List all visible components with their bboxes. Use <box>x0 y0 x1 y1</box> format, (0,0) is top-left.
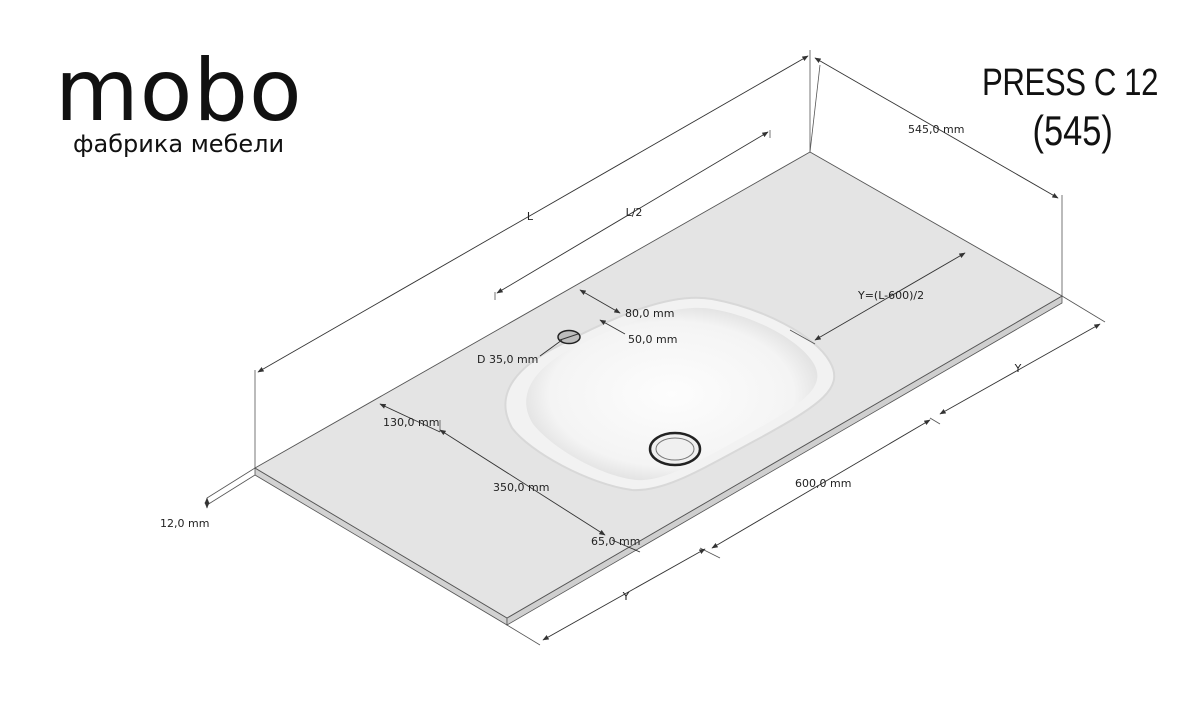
dim-tap-back-label: 80,0 mm <box>625 307 674 320</box>
model-size: (545) <box>1032 107 1113 154</box>
brand-tagline: фабрика мебели <box>73 130 285 158</box>
dim-y-right-line <box>939 323 1101 415</box>
dim-tap-side-line <box>599 319 626 335</box>
dim-half-length-label: L/2 <box>626 206 643 219</box>
dim-y-front-label: Y <box>622 590 630 603</box>
dim-thickness-label: 12,0 mm <box>160 517 209 530</box>
dim-tap-back-line <box>579 289 621 314</box>
brand-name: mobo <box>55 41 303 141</box>
dim-y-formula-line <box>814 252 966 341</box>
dim-bowl-depth-line <box>439 429 606 536</box>
dim-bowl-front-label: 65,0 mm <box>591 535 640 548</box>
model-name: PRESS C 12 <box>981 62 1158 104</box>
dim-y-formula-label: Y=(L-600)/2 <box>857 289 924 302</box>
dim-half-length-line <box>496 131 769 294</box>
dim-depth-label: 545,0 mm <box>908 123 964 136</box>
dimension-lines <box>204 55 1101 641</box>
dim-y-front-line <box>542 548 706 641</box>
dim-tap-side-label: 50,0 mm <box>628 333 677 346</box>
dim-y-right-label: Y <box>1014 362 1022 375</box>
dim-bowl-width-label: 600,0 mm <box>795 477 851 490</box>
dim-depth-line <box>814 57 1059 199</box>
dim-bowl-front-line <box>611 539 641 553</box>
dim-bowl-back-label: 130,0 mm <box>383 416 439 429</box>
dim-length-label: L <box>527 210 534 223</box>
model-info: PRESS C 12 (545) <box>918 62 1158 155</box>
drain-icon <box>648 431 702 467</box>
dim-tap-dia-leader <box>539 339 563 357</box>
dim-bowl-width-line <box>711 419 931 549</box>
dim-tap-diameter-label: D 35,0 mm <box>477 353 538 366</box>
dim-bowl-back-line <box>379 403 441 433</box>
tap-hole-icon <box>557 329 581 345</box>
dim-bowl-depth-label: 350,0 mm <box>493 481 549 494</box>
brand-logo: mobo фабрика мебели <box>55 48 355 168</box>
